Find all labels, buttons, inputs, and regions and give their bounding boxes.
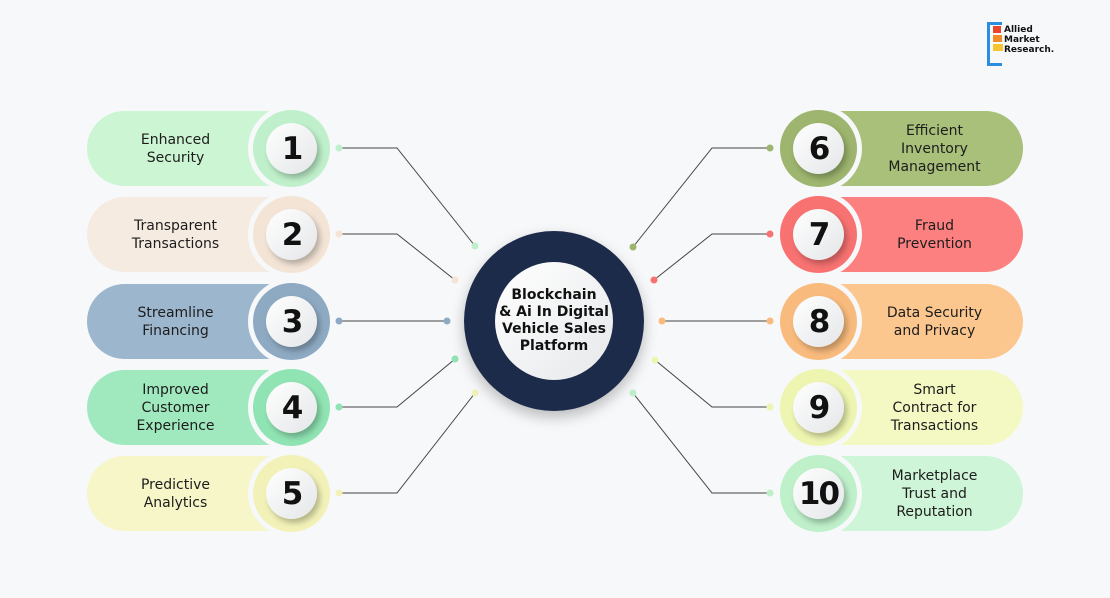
item-label: Fraud Prevention: [897, 217, 972, 252]
item-label: Predictive Analytics: [140, 476, 210, 511]
number-ring: 10: [780, 455, 857, 532]
item-number: 8: [793, 296, 844, 347]
connector-dot: [451, 276, 459, 284]
item-number: 9: [793, 382, 844, 433]
item-number: 7: [793, 209, 844, 260]
connector-dot: [335, 403, 343, 411]
item-3: Streamline Financing 3: [87, 283, 330, 360]
connector-dot: [451, 355, 459, 363]
connector-line: [654, 359, 770, 408]
item-6: Efficient Inventory Management 6: [780, 110, 1023, 187]
connector-dot: [629, 243, 637, 251]
item-9: Smart Contract for Transactions 9: [780, 369, 1023, 446]
connector-line: [632, 147, 770, 248]
item-number: 5: [266, 468, 317, 519]
item-5: Predictive Analytics 5: [87, 455, 330, 532]
item-7: Fraud Prevention 7: [780, 196, 1023, 273]
connector-line: [339, 147, 476, 247]
connector-dot: [766, 144, 774, 152]
number-ring: 8: [780, 283, 857, 360]
item-10: Marketplace Trust and Reputation 10: [780, 455, 1023, 532]
connector-dot: [471, 242, 479, 250]
item-label: Data Security and Privacy: [886, 304, 983, 339]
item-4: Improved Customer Experience 4: [87, 369, 330, 446]
connector-line: [632, 392, 770, 494]
connector-dot: [658, 317, 666, 325]
number-ring: 1: [253, 110, 330, 187]
item-number: 4: [266, 382, 317, 433]
connector-dot: [335, 230, 343, 238]
number-ring: 3: [253, 283, 330, 360]
number-ring: 5: [253, 455, 330, 532]
item-number: 2: [266, 209, 317, 260]
connector-dot: [471, 389, 479, 397]
connector-dot: [651, 356, 659, 364]
logo-text: Allied Market Research.: [1004, 25, 1055, 55]
allied-market-research-logo: Allied Market Research.: [987, 22, 1072, 66]
connector-dot: [335, 489, 343, 497]
connector-dot: [335, 317, 343, 325]
connector-dot: [766, 317, 774, 325]
number-ring: 7: [780, 196, 857, 273]
connector-dot: [629, 389, 637, 397]
connector-dot: [766, 230, 774, 238]
number-ring: 4: [253, 369, 330, 446]
item-label: Transparent Transactions: [131, 217, 220, 252]
connector-dot: [650, 276, 658, 284]
number-ring: 9: [780, 369, 857, 446]
connector-line: [339, 392, 476, 494]
number-ring: 2: [253, 196, 330, 273]
item-label: Marketplace Trust and Reputation: [891, 467, 978, 520]
connector-dot: [766, 403, 774, 411]
item-label: Efficient Inventory Management: [888, 122, 981, 175]
item-2: Transparent Transactions 2: [87, 196, 330, 273]
connector-dot: [443, 317, 451, 325]
connector-line: [339, 358, 456, 408]
number-ring: 6: [780, 110, 857, 187]
item-number: 10: [793, 468, 844, 519]
item-number: 1: [266, 123, 317, 174]
connector-line: [339, 233, 456, 281]
item-label: Improved Customer Experience: [136, 381, 215, 434]
connector-dot: [335, 144, 343, 152]
connector-line: [653, 233, 770, 281]
connector-dot: [766, 489, 774, 497]
item-number: 3: [266, 296, 317, 347]
item-label: Streamline Financing: [137, 304, 214, 339]
item-number: 6: [793, 123, 844, 174]
center-hub: Blockchain & Ai In Digital Vehicle Sales…: [464, 231, 644, 411]
item-1: Enhanced Security 1: [87, 110, 330, 187]
item-8: Data Security and Privacy 8: [780, 283, 1023, 360]
center-title: Blockchain & Ai In Digital Vehicle Sales…: [495, 262, 613, 380]
item-label: Smart Contract for Transactions: [890, 381, 979, 434]
item-label: Enhanced Security: [140, 131, 211, 166]
